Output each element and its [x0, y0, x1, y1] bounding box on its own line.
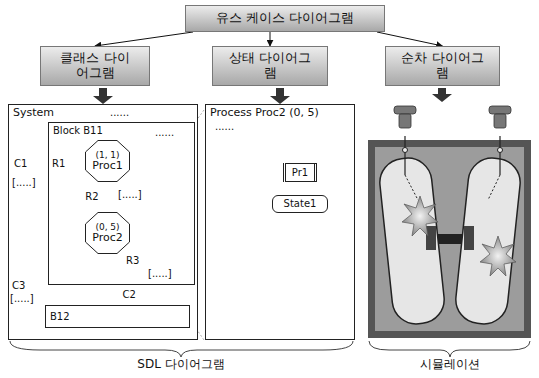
node-text: 클래스 다이어그램 [55, 51, 135, 81]
node-text: 유스 케이스 다이어그램 [216, 11, 354, 26]
group-caption: SDL 다이어그램 [137, 358, 224, 372]
node-text: Proc1 [92, 160, 123, 173]
use-case-box: 유스 케이스 다이어그램 [185, 5, 385, 32]
channel-label: [.....] [118, 189, 142, 201]
handset-icon [394, 106, 511, 128]
instance-count: (1, 1) [95, 150, 119, 160]
thick-arrow [93, 88, 113, 104]
node-text: B12 [50, 311, 70, 323]
note-text: ...... [215, 121, 234, 133]
thick-arrow [432, 88, 452, 102]
instance-count: (0, 5) [95, 222, 119, 232]
octagon-outline [86, 213, 130, 254]
channel-label: [.....] [12, 177, 36, 189]
connector-arrow [270, 32, 271, 46]
channel-label: R3 [126, 255, 139, 267]
sequence-diagram-box: 순차 다이어그램 [385, 46, 500, 86]
simulation-picture [368, 136, 531, 338]
note-text: ...... [110, 107, 129, 119]
block-box: Block B11(1, 1)Proc1(0, 5)Proc2 [48, 122, 195, 285]
bracket [10, 341, 353, 357]
process-octagon: (0, 5)Proc2 [85, 212, 130, 254]
node-text: Pr1 [292, 167, 308, 179]
channel-label: C1 [14, 158, 27, 170]
connector-arrow [95, 32, 193, 46]
node-text: System [13, 107, 193, 120]
state-diagram-box: 상태 다이어그램 [212, 46, 328, 86]
thick-arrow [270, 88, 290, 104]
note-text: ...... [155, 127, 174, 139]
node-text: Proc2 [92, 232, 123, 245]
edge-label: R2 [84, 191, 99, 203]
process-panel: Process Proc2 (0, 5) Pr1State1 [205, 104, 355, 340]
channel-label: [.....] [148, 268, 172, 280]
edge-label: C2 [122, 289, 137, 301]
node-text: Process Proc2 (0, 5) [210, 107, 350, 120]
process-octagon: (1, 1)Proc1 [85, 140, 130, 182]
node-text: State1 [284, 198, 317, 210]
node-text: 상태 다이어그램 [227, 51, 313, 81]
connector-arrow [377, 32, 443, 46]
channel-label: C3 [12, 280, 25, 292]
group-caption: 시뮬레이션 [420, 358, 480, 372]
system-panel: SystemBlock B11(1, 1)Proc1(0, 5)Proc2B12 [8, 104, 198, 340]
octagon-outline [86, 141, 130, 182]
procedure-box: Pr1 [283, 163, 317, 182]
state-box: State1 [272, 195, 328, 213]
block-box: B12 [45, 305, 190, 328]
channel-label: [.....] [10, 293, 34, 305]
bracket [369, 341, 530, 357]
channel-label: R1 [52, 158, 65, 170]
node-text: 순차 다이어그램 [400, 51, 485, 81]
class-diagram-box: 클래스 다이어그램 [40, 46, 150, 86]
